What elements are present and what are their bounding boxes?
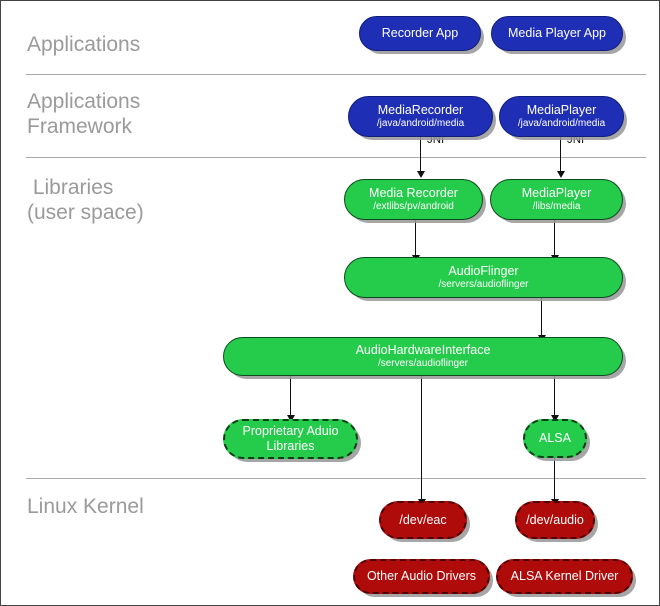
node-other-audio-drivers-title: Other Audio Drivers — [366, 569, 477, 583]
arrowhead-mediarecorder-jni — [417, 171, 425, 178]
node-mediarecorder-framework-path: /java/android/media — [376, 118, 465, 129]
node-mediaplayer-lib-title: MediaPlayer — [521, 186, 592, 200]
node-mediarecorder-framework[interactable]: MediaRecorder /java/android/media — [348, 96, 493, 137]
band-label-linux-kernel: Linux Kernel — [27, 495, 144, 518]
node-dev-eac-title: /dev/eac — [399, 512, 447, 527]
node-dev-audio[interactable]: /dev/audio — [515, 501, 595, 539]
node-audioflinger-path: /servers/audioflinger — [438, 279, 529, 290]
node-audioflinger-title: AudioFlinger — [448, 264, 519, 278]
node-dev-eac[interactable]: /dev/eac — [379, 501, 467, 539]
connector-ahi-to-proprietary-libs — [290, 376, 291, 417]
node-audiohardwareinterface-path: /servers/audioflinger — [377, 358, 469, 369]
node-mediarecorder-framework-title: MediaRecorder — [377, 103, 464, 117]
node-mediaplayer-framework-path: /java/android/media — [517, 118, 606, 129]
node-media-player-app[interactable]: Media Player App — [491, 16, 623, 51]
node-recorder-app-title: Recorder App — [381, 26, 459, 40]
node-audiohardwareinterface[interactable]: AudioHardwareInterface /servers/audiofli… — [223, 337, 623, 376]
node-media-recorder-lib[interactable]: Media Recorder /extlibs/pv/android — [344, 179, 483, 220]
node-proprietary-audio-libraries[interactable]: Proprietary Aduio Libraries — [223, 419, 358, 459]
node-alsa-kernel-driver-title: ALSA Kernel Driver — [510, 569, 619, 583]
node-alsa[interactable]: ALSA — [523, 419, 587, 458]
connector-ahi-to-alsa — [554, 376, 555, 417]
arrowhead-mediaplayer-jni — [557, 171, 565, 178]
node-media-recorder-lib-path: /extlibs/pv/android — [373, 201, 454, 212]
node-media-recorder-lib-title: Media Recorder — [369, 186, 458, 200]
node-proprietary-audio-libraries-title: Proprietary Aduio — [242, 424, 339, 438]
node-alsa-kernel-driver[interactable]: ALSA Kernel Driver — [496, 559, 633, 594]
divider-applications — [26, 74, 646, 75]
divider-libraries — [26, 478, 646, 479]
node-alsa-title: ALSA — [539, 431, 571, 445]
connector-mediaplayer-to-audioflinger — [554, 220, 555, 257]
node-audiohardwareinterface-title: AudioHardwareInterface — [355, 343, 491, 357]
connector-media-recorder-to-audioflinger — [415, 220, 416, 257]
node-mediaplayer-framework[interactable]: MediaPlayer /java/android/media — [499, 96, 624, 137]
node-dev-audio-title: /dev/audio — [526, 512, 584, 527]
band-label-applications: Applications — [27, 33, 141, 56]
divider-applications-framework — [26, 157, 646, 158]
connector-ahi-to-dev-eac — [421, 376, 422, 501]
node-mediaplayer-framework-title: MediaPlayer — [526, 103, 597, 117]
connector-audioflinger-to-audiohardwareinterface — [541, 298, 542, 338]
node-audioflinger[interactable]: AudioFlinger /servers/audioflinger — [344, 257, 623, 298]
node-recorder-app[interactable]: Recorder App — [359, 16, 481, 51]
connector-mediarecorder-jni — [420, 137, 421, 173]
band-label-libraries-user-space: Libraries (user space) — [27, 176, 144, 224]
band-label-applications-framework: Applications Framework — [27, 90, 141, 138]
connector-alsa-to-dev-audio — [554, 458, 555, 501]
node-other-audio-drivers[interactable]: Other Audio Drivers — [353, 559, 490, 594]
node-mediaplayer-lib[interactable]: MediaPlayer /libs/media — [490, 179, 623, 220]
edge-label-jni-recorder: JNI — [427, 134, 445, 146]
node-media-player-app-title: Media Player App — [508, 26, 606, 40]
edge-label-jni-player: JNI — [567, 134, 585, 146]
node-mediaplayer-lib-path: /libs/media — [532, 201, 581, 212]
connector-mediaplayer-jni — [560, 137, 561, 173]
node-proprietary-audio-libraries-subtitle: Libraries — [266, 439, 315, 453]
